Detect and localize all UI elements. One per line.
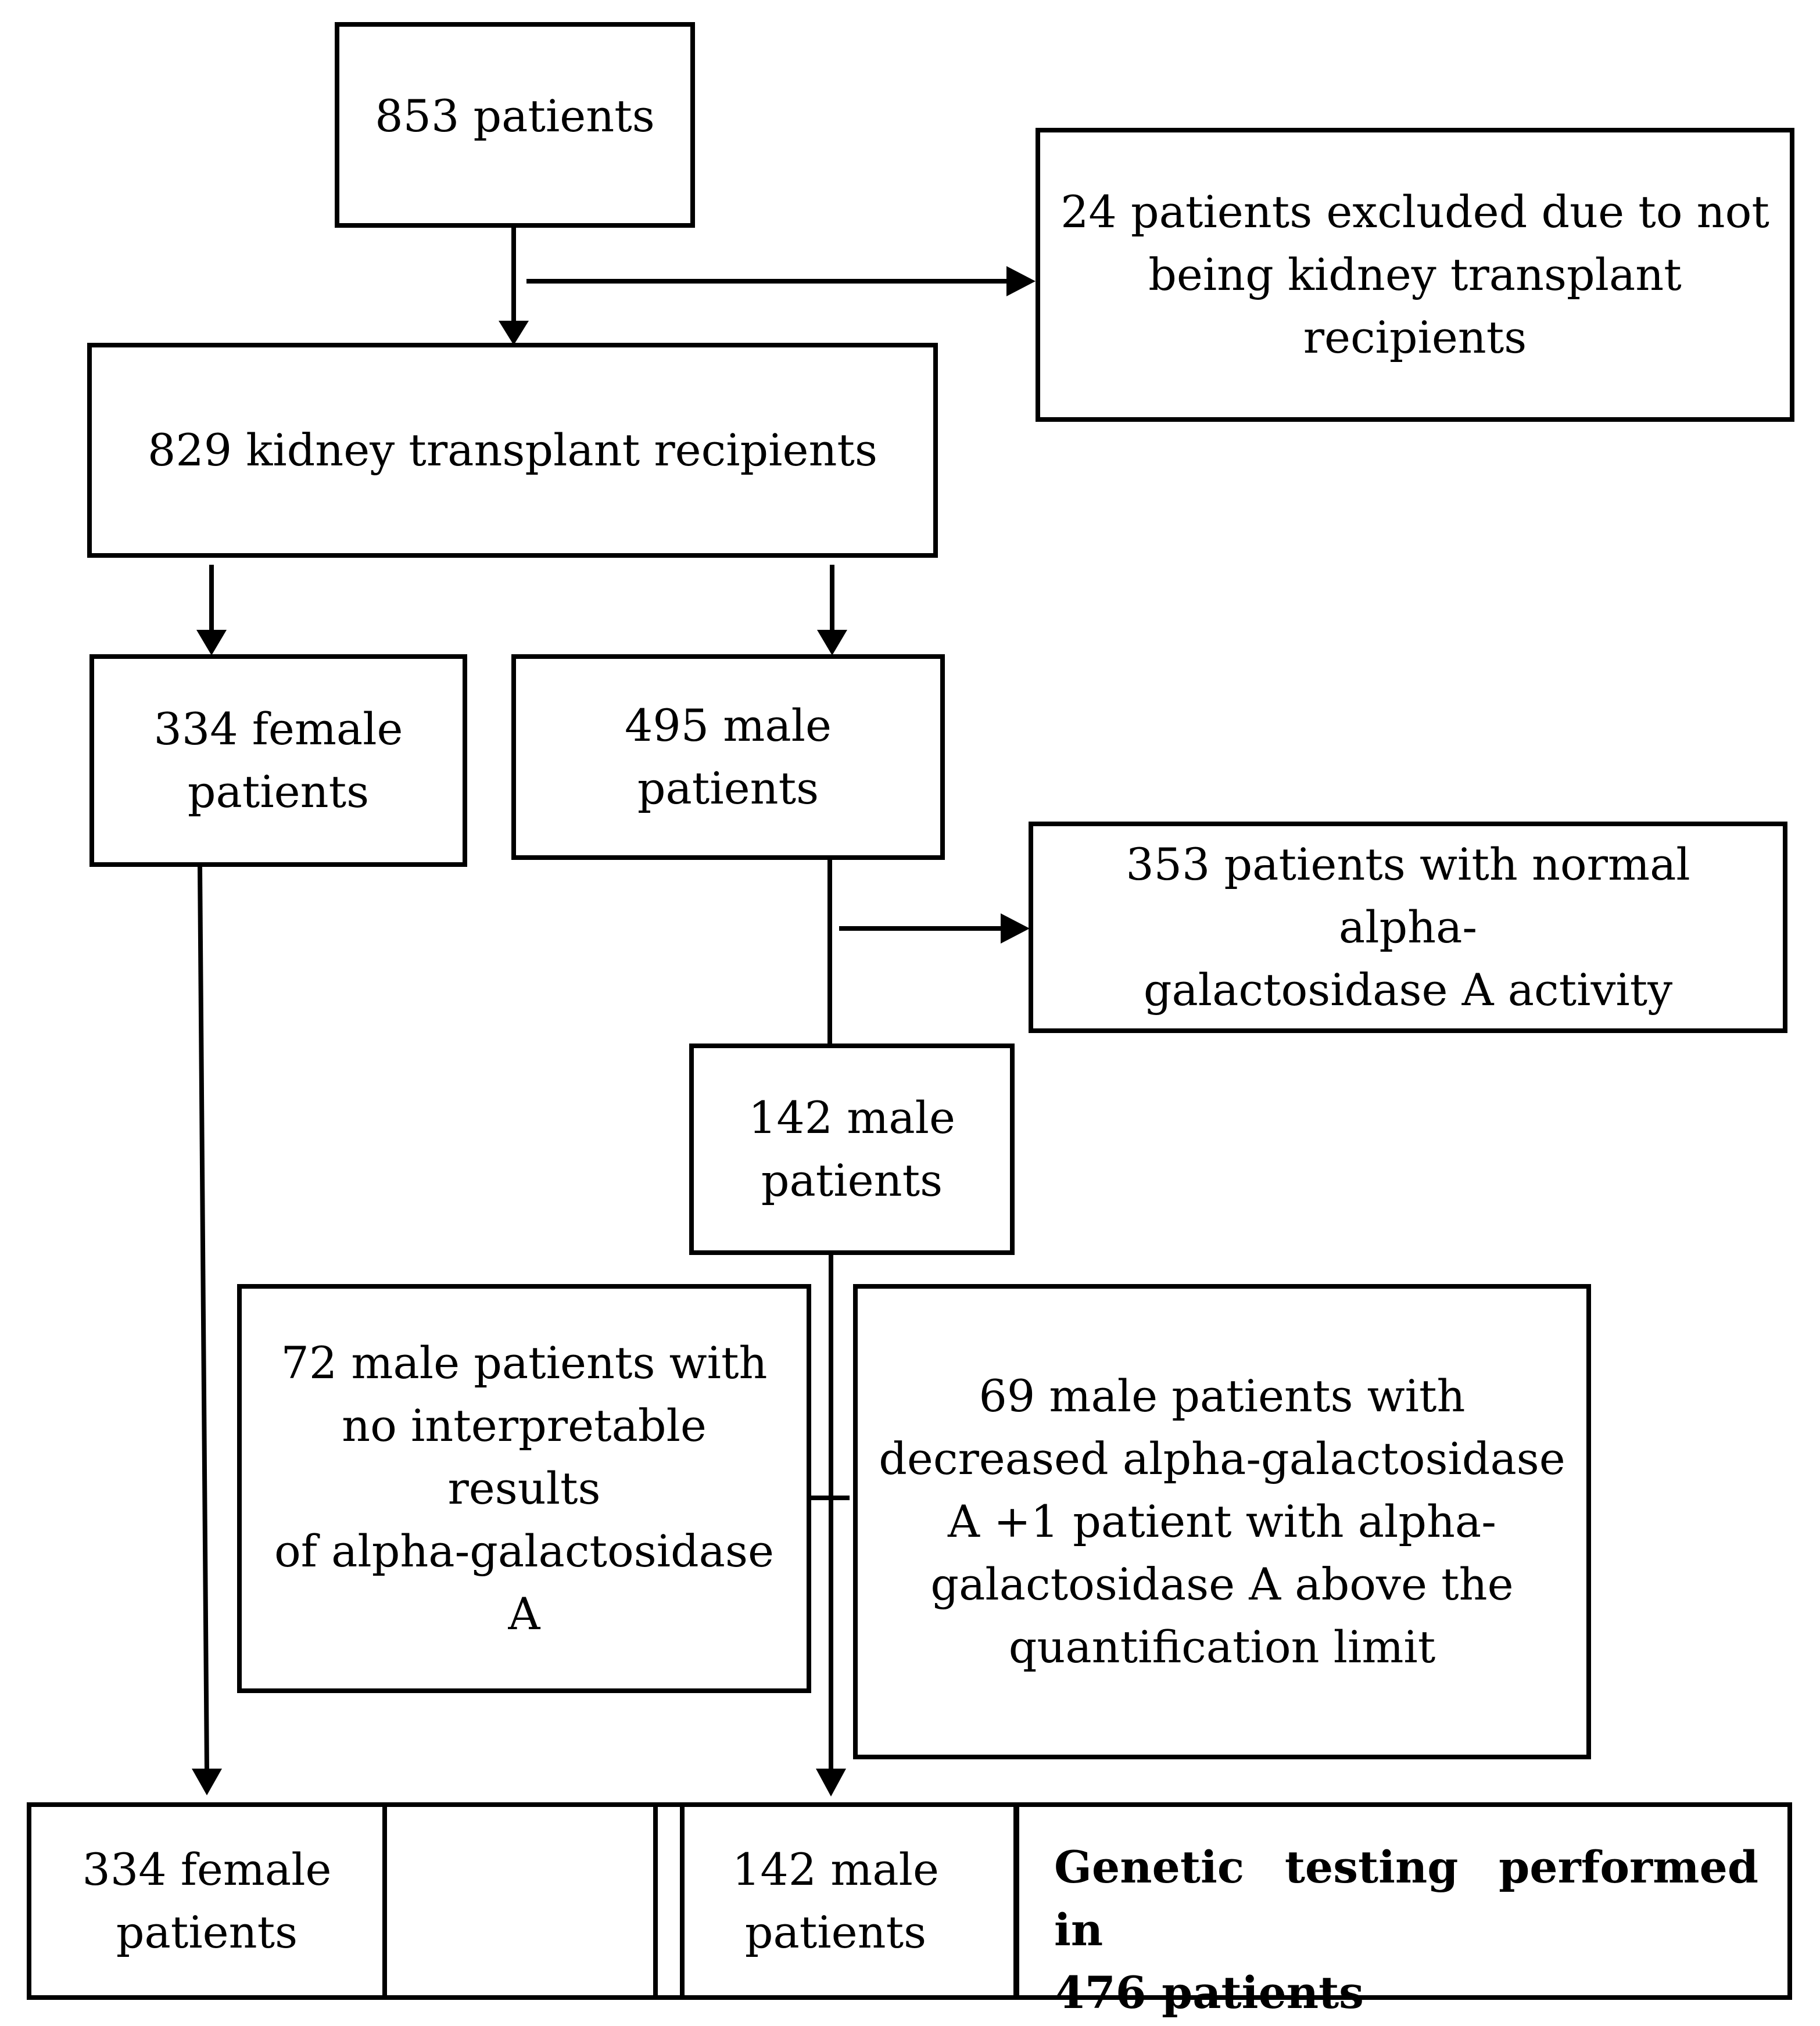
excluded-patients-box: 24 patients excluded due to not being ki… [1036, 128, 1794, 422]
arrow-female-to-bottom [198, 866, 209, 1773]
no-interpretable-line-2: no interpretable results [342, 1400, 707, 1514]
excluded-line-1: 24 patients excluded due to not [1061, 186, 1769, 238]
genetic-testing-line-1: Genetic testing performed in [1054, 1841, 1758, 1956]
total-patients-text: 853 patients [375, 90, 655, 142]
bottom-female-line-1: 334 female [82, 1844, 332, 1895]
bottom-female-cell: 334 female patients [27, 1802, 387, 2000]
normal-line-1: 353 patients with normal alpha- [1126, 838, 1690, 953]
male-patients-box: 495 male patients [511, 654, 945, 860]
no-interpretable-line-3: of alpha-galactosidase [274, 1525, 774, 1577]
kidney-recipients-box: 829 kidney transplant recipients [87, 343, 938, 558]
female-line-2: patients [187, 766, 370, 817]
total-patients-box: 853 patients [335, 22, 695, 228]
normal-activity-box: 353 patients with normal alpha- galactos… [1029, 822, 1787, 1033]
male-line-2: patients [637, 762, 819, 814]
arrowhead-normal [1001, 913, 1030, 944]
arrowhead-female [196, 630, 227, 655]
genetic-testing-row: 334 female patients 142 male patients Ge… [27, 1802, 1792, 2018]
decreased-line-2: decreased alpha-galactosidase [879, 1433, 1565, 1484]
remaining-male-line-2: patients [761, 1154, 943, 1206]
normal-line-2: galactosidase A activity [1143, 964, 1673, 1016]
genetic-testing-line-2: 476 patients [1054, 1967, 1364, 2018]
female-patients-box: 334 female patients [89, 654, 467, 867]
remaining-male-box: 142 male patients [689, 1044, 1015, 1255]
arrowhead-bottom-female [192, 1769, 222, 1795]
arrowhead-recipients [499, 321, 529, 345]
decreased-line-3: A +1 patient with alpha- [948, 1496, 1496, 1547]
genetic-testing-cell: Genetic testing performed in 476 patient… [1015, 1802, 1792, 2018]
bottom-female-line-2: patients [116, 1906, 298, 1958]
excluded-line-3: recipients [1303, 311, 1527, 363]
no-interpretable-line-1: 72 male patients with [281, 1337, 768, 1389]
arrowhead-bottom-male [816, 1769, 846, 1796]
female-line-1: 334 female [153, 703, 403, 755]
bottom-male-line-1: 142 male [732, 1844, 939, 1895]
kidney-recipients-text: 829 kidney transplant recipients [148, 424, 877, 476]
bottom-male-line-2: patients [744, 1906, 927, 1958]
excluded-line-2: being kidney transplant [1148, 249, 1682, 300]
bottom-male-cell: 142 male patients [653, 1802, 1018, 2000]
bottom-empty-cell [382, 1802, 685, 2000]
male-line-1: 495 male [625, 700, 832, 751]
arrowhead-male [817, 630, 847, 655]
remaining-male-line-1: 142 male [748, 1092, 955, 1143]
decreased-line-1: 69 male patients with [979, 1370, 1466, 1422]
no-interpretable-box: 72 male patients with no interpretable r… [237, 1284, 811, 1693]
decreased-activity-box: 69 male patients with decreased alpha-ga… [853, 1284, 1591, 1759]
decreased-line-4: galactosidase A above the [930, 1558, 1514, 1610]
no-interpretable-line-4: A [508, 1588, 540, 1640]
decreased-line-5: quantification limit [1008, 1621, 1436, 1673]
arrowhead-excluded [1006, 266, 1036, 296]
